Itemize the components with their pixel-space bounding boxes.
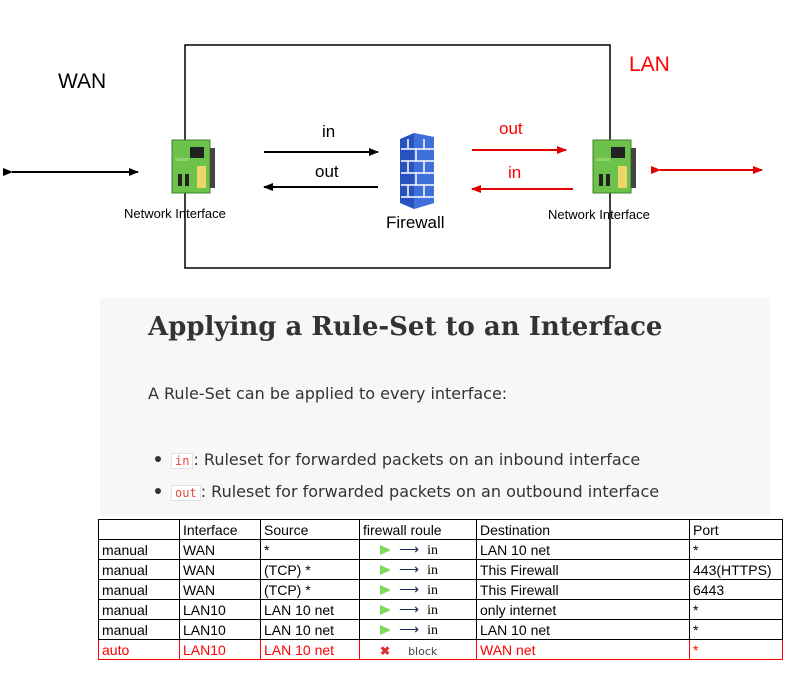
in-label-top: in (322, 122, 336, 141)
action-cell: ⟶ in (359, 599, 477, 620)
interface-cell: LAN10 (179, 599, 261, 620)
bullet-item: out: Ruleset for forwarded packets on an… (155, 482, 659, 501)
table-row: manual LAN10 LAN 10 net ⟶ in LAN 10 net * (98, 619, 783, 640)
header-cell: Source (260, 519, 360, 540)
table-row: auto LAN10 LAN 10 net ✖ block WAN net * (98, 639, 783, 660)
port-cell: * (689, 639, 783, 660)
diagram-canvas (3, 44, 763, 269)
type-cell: manual (98, 599, 180, 620)
header-cell: Interface (179, 519, 261, 540)
network-diagram: WAN LAN in out out in Network Interface … (0, 0, 802, 290)
pass-icon (380, 584, 391, 595)
arrow-right-icon: ⟶ (399, 560, 420, 577)
wan-label: WAN (58, 70, 107, 93)
arrow-right-icon: ⟶ (399, 600, 420, 617)
destination-cell: LAN 10 net (476, 619, 690, 640)
in-label-right: in (508, 163, 522, 182)
firewall-label: Firewall (386, 213, 445, 232)
action-label: in (427, 582, 438, 598)
port-cell: * (689, 619, 783, 640)
table-row: manual WAN (TCP) * ⟶ in This Firewall 644… (98, 579, 783, 600)
action-cell: ⟶ in (359, 559, 477, 580)
rules-table: Interface Source firewall roule Destinat… (98, 519, 783, 660)
pass-icon (380, 624, 391, 635)
table-row: manual WAN (TCP) * ⟶ in This Firewall 443… (98, 559, 783, 580)
source-cell: (TCP) * (260, 579, 360, 600)
doc-title: Applying a Rule-Set to an Interface (148, 312, 663, 342)
type-cell: auto (98, 639, 180, 660)
port-cell: 443(HTTPS) (689, 559, 783, 580)
action-label: block (408, 644, 438, 658)
code-tag: in (171, 453, 194, 469)
interface-cell: WAN (179, 539, 261, 560)
doc-panel: Applying a Rule-Set to an Interface A Ru… (100, 298, 770, 516)
destination-cell: LAN 10 net (476, 539, 690, 560)
lan-label: LAN (629, 53, 670, 76)
pass-icon (380, 564, 391, 575)
nic-left-label: Network Interface (124, 206, 226, 221)
arrow-right-icon: ⟶ (399, 540, 420, 557)
destination-cell: This Firewall (476, 559, 690, 580)
out-label-top: out (315, 162, 339, 181)
source-cell: * (260, 539, 360, 560)
type-cell: manual (98, 539, 180, 560)
block-x-icon: ✖ (380, 643, 391, 658)
port-cell: * (689, 539, 783, 560)
network-card-icon (592, 139, 636, 194)
firewall-icon (400, 133, 434, 209)
destination-cell: WAN net (476, 639, 690, 660)
port-cell: * (689, 599, 783, 620)
table-row: manual LAN10 LAN 10 net ⟶ in only interne… (98, 599, 783, 620)
action-label: in (427, 562, 438, 578)
source-cell: LAN 10 net (260, 599, 360, 620)
table-header-row: Interface Source firewall roule Destinat… (98, 519, 783, 540)
network-card-icon (171, 139, 215, 194)
header-cell (98, 519, 180, 540)
destination-cell: only internet (476, 599, 690, 620)
destination-cell: This Firewall (476, 579, 690, 600)
network-boundary-box (184, 44, 611, 269)
bullet-text: : Ruleset for forwarded packets on an in… (193, 450, 641, 469)
arrow-right-icon: ⟶ (399, 580, 420, 597)
port-cell: 6443 (689, 579, 783, 600)
bullet-dot-icon (155, 455, 161, 462)
interface-cell: LAN10 (179, 639, 261, 660)
type-cell: manual (98, 619, 180, 640)
action-cell: ⟶ in (359, 619, 477, 640)
arrow-right-icon: ⟶ (399, 620, 420, 637)
bullet-item: in: Ruleset for forwarded packets on an … (155, 450, 640, 469)
action-cell: ⟶ in (359, 579, 477, 600)
interface-cell: WAN (179, 559, 261, 580)
pass-icon (380, 544, 391, 555)
bullet-text: : Ruleset for forwarded packets on an ou… (200, 482, 660, 501)
table-row: manual WAN * ⟶ in LAN 10 net * (98, 539, 783, 560)
type-cell: manual (98, 559, 180, 580)
interface-cell: LAN10 (179, 619, 261, 640)
source-cell: (TCP) * (260, 559, 360, 580)
action-label: in (427, 602, 438, 618)
doc-intro: A Rule-Set can be applied to every inter… (148, 384, 508, 403)
pass-icon (380, 604, 391, 615)
out-label-right: out (499, 119, 523, 138)
interface-cell: WAN (179, 579, 261, 600)
header-cell: Destination (476, 519, 690, 540)
header-cell: firewall roule (359, 519, 477, 540)
code-tag: out (171, 485, 201, 501)
nic-right-label: Network Interface (548, 207, 650, 222)
header-cell: Port (689, 519, 783, 540)
type-cell: manual (98, 579, 180, 600)
bullet-dot-icon (155, 487, 161, 494)
source-cell: LAN 10 net (260, 619, 360, 640)
action-cell: ✖ block (359, 639, 477, 660)
action-cell: ⟶ in (359, 539, 477, 560)
action-label: in (427, 542, 438, 558)
action-label: in (427, 622, 438, 638)
source-cell: LAN 10 net (260, 639, 360, 660)
